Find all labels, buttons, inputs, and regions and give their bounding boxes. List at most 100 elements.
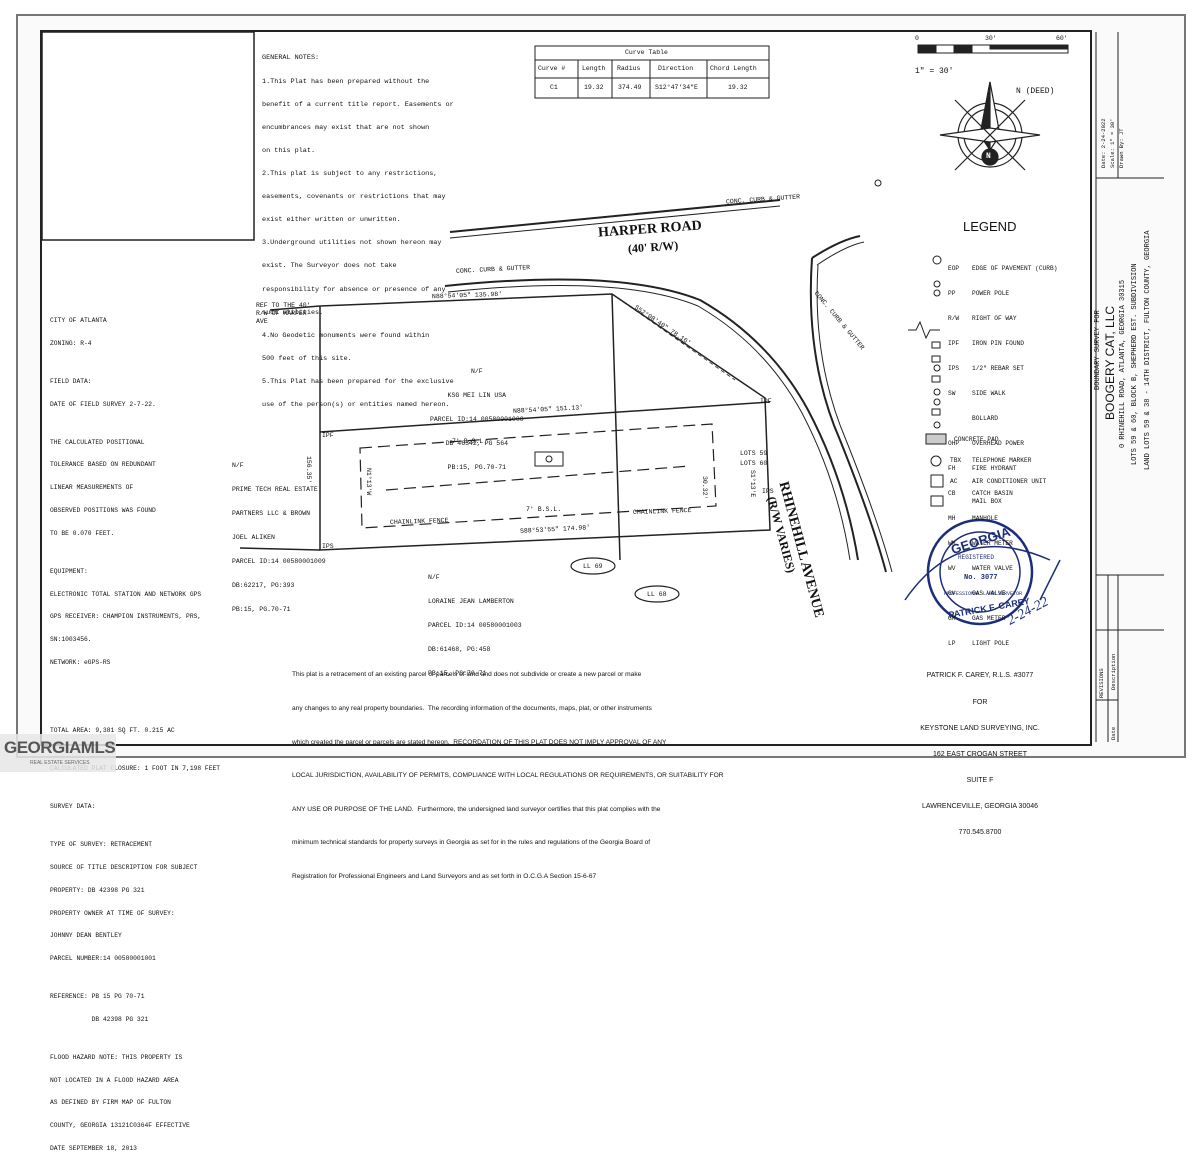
seal-registered: REGISTERED [958,554,995,561]
ipf-label: IPS [322,543,334,550]
parcel-line: N/F [470,368,483,375]
ref-line-label: REF TO THE 40' R/W OF HARPER AVE [256,302,311,325]
curve-table-header: Curve # [538,65,566,72]
legend-code: AC [950,478,958,485]
legend-desc: SIDE WALK [972,389,1006,397]
ipf-label: IPS [762,488,774,495]
scale-tick: 60' [1056,35,1068,42]
plat-border [40,30,1092,746]
parcel-line: LORAINE JEAN LAMBERTON [428,598,514,605]
parcel-line: KSG MEI LIN USA [447,392,507,399]
title-line: 0 RHINEHILL ROAD, ATLANTA, GEORGIA 30315 [1119,279,1127,448]
parcel-north: N/F KSG MEI LIN USA PARCEL ID:14 0058000… [430,352,524,480]
general-notes-line: 2.This plat is subject to any restrictio… [262,169,438,178]
left-note-line: PROPERTY: DB 42398 PG 321 [50,886,145,894]
revision-columns: Date Description [1110,640,1122,740]
left-note-line: PROPERTY OWNER AT TIME OF SURVEY: [50,909,175,917]
left-notes: CITY OF ATLANTA ZONING: R-4 FIELD DATA: … [50,302,220,1160]
building-setback [359,423,717,529]
general-notes-line: use of the person(s) or entities named h… [262,401,450,410]
scale-tick: 30' [985,35,997,42]
left-note-line: FIELD DATA: [50,377,92,385]
legend-desc: GAS VALVE [972,590,1006,598]
legend-code: MH [948,515,956,522]
left-note-line: EQUIPMENT: [50,567,88,575]
curve-table-header: Direction [658,65,694,72]
legend-desc: OVERHEAD POWER [972,439,1024,447]
legend-desc: MANHOLE [972,515,998,522]
legend-code [948,415,959,423]
watermark: GEORGIAMLS REAL ESTATE SERVICES [0,734,116,772]
ipf-label: IPF [322,432,334,439]
surveyor-line: LAWRENCEVILLE, GEORGIA 30046 [921,802,1039,810]
scale-tick: 0 [915,35,919,42]
dimension-label: N1°13'W [365,468,372,496]
legend-desc: WATER METER [972,540,1013,548]
left-note-line: ELECTRONIC TOTAL STATION AND NETWORK GPS [50,590,202,598]
legend-desc: BOLLARD [972,414,998,422]
watermark-tagline: REAL ESTATE SERVICES [30,760,90,766]
general-notes-heading: GENERAL NOTES: [262,54,320,63]
setback-label: 7' B.S.L. [452,438,488,445]
surveyor-line: FOR [972,698,988,706]
title-block-grid [1095,32,1164,742]
legend-codes: EOP PP R/W IPF IPS SW OHP FH CB MH WM WV… [948,248,959,657]
legend-code: SW [948,389,956,397]
surveyor-seal [904,518,1061,626]
legend-code: LP [948,640,956,648]
legend-desc: AIR CONDITIONER UNIT [972,478,1047,485]
parcel-south: N/F LORAINE JEAN LAMBERTON PARCEL ID:14 … [428,558,522,686]
legend-code: PP [948,289,956,297]
left-note-line: AS DEFINED BY FIRM MAP OF FULTON [50,1099,171,1107]
parcel-line: PARCEL ID:14 00580001009 [232,558,326,565]
parcel-line: DB:61468, PG:458 [428,646,491,653]
parcel-line: PARCEL ID:14 00580001000 [430,416,524,423]
blank-box [41,31,255,241]
legend-code: GV [948,590,956,598]
surveyor-line: 770.545.8700 [958,829,1002,837]
general-notes-line: benefit of a current title report. Easem… [262,100,454,109]
title-line: BOUNDARY SURVEY FOR [1094,310,1102,390]
surveyor-line: SUITE F [966,776,994,784]
plat-drawing [41,31,1164,742]
curve-table-cell: C1 [550,84,558,91]
legend-desc: POWER POLE [972,289,1010,297]
legend-code: WM [948,540,956,548]
curve-table-title: Curve Table [625,49,668,56]
general-notes-line: encumbrances may exist that are not show… [262,123,430,132]
left-note-line: FLOOD HAZARD NOTE: THIS PROPERTY IS [50,1053,183,1061]
curve-table-grid [534,45,770,99]
left-note-line: DATE SEPTEMBER 18, 2013 [50,1144,137,1152]
left-note-line: SURVEY DATA: [50,803,96,811]
general-notes-line: responsibility for absence or presence o… [262,285,446,294]
seal-number: No. 3077 [964,574,998,582]
curve-table-header: Length [582,65,606,72]
left-note-line: NETWORK: eGPS-RS [50,658,111,666]
legend-desc: WATER VALVE [972,565,1013,573]
legend-symbols [908,255,947,507]
certification-line: any changes to any real property boundar… [292,705,652,713]
curve-table-cell: 19.32 [728,84,748,91]
meta-line: Scale: 1" = 30' [1109,118,1116,168]
revisions-block: REVISIONS [1098,628,1110,698]
revisions-label: REVISIONS [1098,668,1105,698]
legend-code: IPF [948,339,960,347]
legend-code: FH [948,464,956,472]
title-line: LOTS 59 & 60, BLOCK B, SHEPHERD EST. SUB… [1131,263,1139,465]
legend-desc: CATCH BASIN [972,489,1013,497]
scale-label: 1" = 30' [915,67,954,76]
dimension-label: 156.35' [305,456,312,484]
legend-desc: 1/2" REBAR SET [972,364,1024,372]
left-note-line: CITY OF ATLANTA [50,317,107,325]
legend-desc: MAIL BOX [972,498,1002,505]
certification-line: ANY USE OR PURPOSE OF THE LAND. Furtherm… [292,805,661,813]
meta-line: Date: 2-24-2022 [1100,118,1107,168]
legend-title: LEGEND [963,219,1017,234]
surveyor-line: PATRICK F. CAREY, R.L.S. #3077 [926,672,1034,680]
title-client: BOOGERY CAT, LLC [1103,305,1117,420]
curve-table-cell: 374.49 [618,84,642,91]
certification-line: This plat is a retracement of an existin… [292,671,642,679]
left-note-line: SOURCE OF TITLE DESCRIPTION FOR SUBJECT [50,863,198,871]
general-notes-line: 4.No Geodetic monuments were found withi… [262,331,430,340]
left-note-line: NOT LOCATED IN A FLOOD HAZARD AREA [50,1076,179,1084]
